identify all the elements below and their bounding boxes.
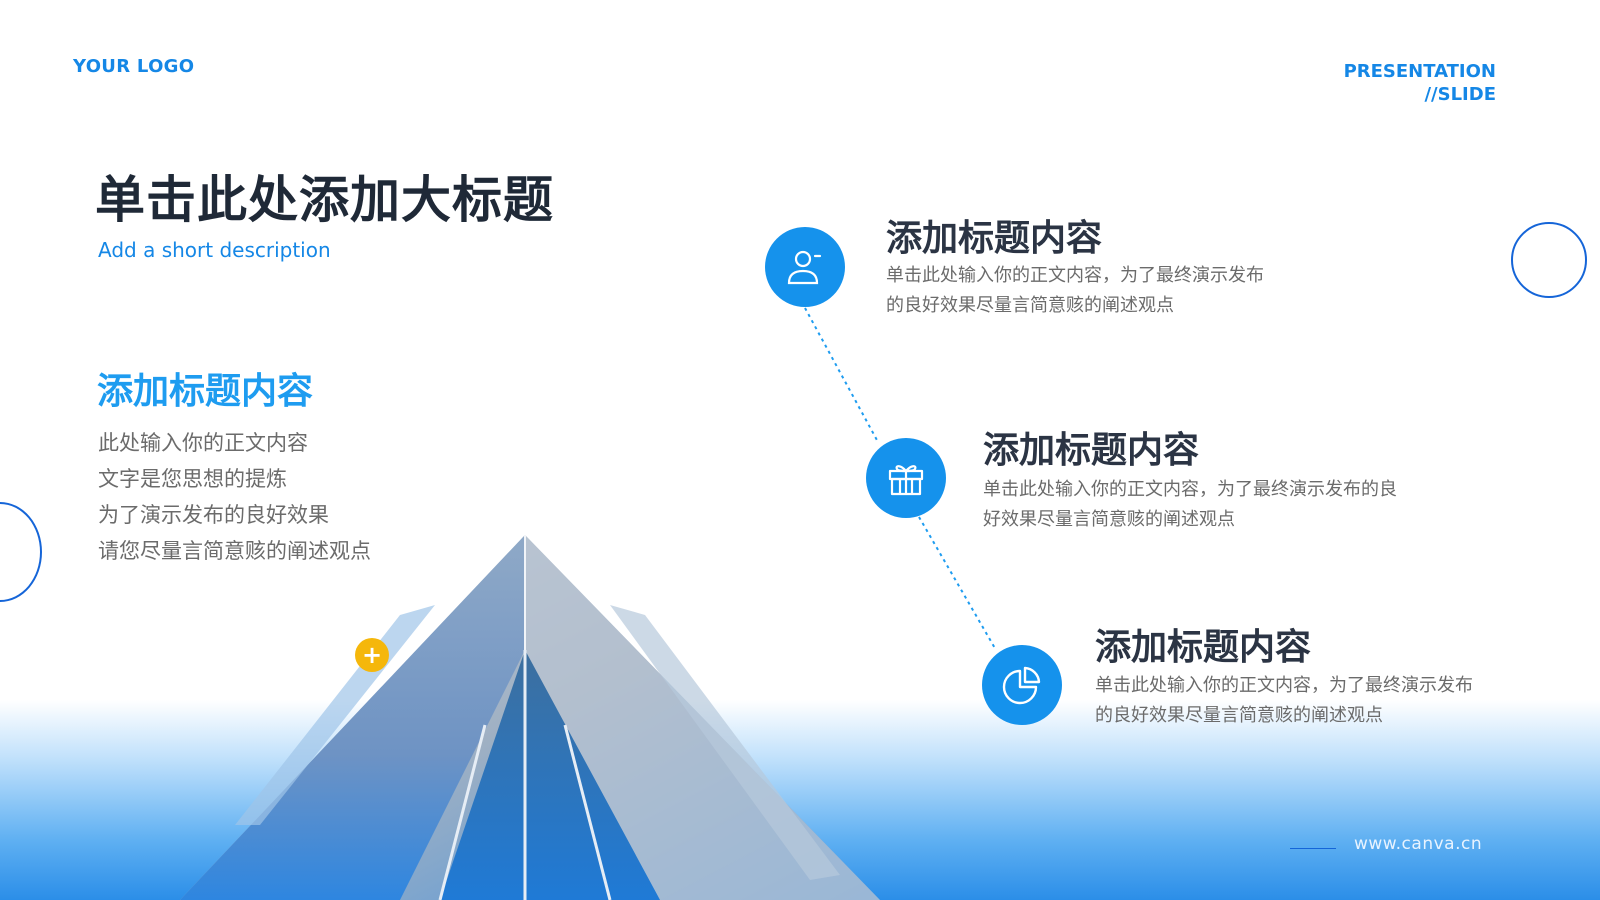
- left-body-line: 请您尽量言简意赅的阐述观点: [98, 539, 371, 563]
- timeline-item-title-1[interactable]: 添加标题内容: [886, 217, 1103, 259]
- timeline-item-body-3[interactable]: 单击此处输入你的正文内容，为了最终演示发布 的良好效果尽量言简意赅的阐述观点: [1095, 671, 1473, 731]
- page-title[interactable]: 单击此处添加大标题: [95, 170, 554, 229]
- footer-url[interactable]: www.canva.cn: [1354, 834, 1483, 854]
- left-body-line: 文字是您思想的提炼: [98, 467, 287, 491]
- timeline-item-body-2[interactable]: 单击此处输入你的正文内容，为了最终演示发布的良 好效果尽量言简意赅的阐述观点: [983, 475, 1397, 535]
- left-body-line: 此处输入你的正文内容: [98, 431, 308, 455]
- timeline-body-line: 的良好效果尽量言简意赅的阐述观点: [886, 295, 1174, 316]
- timeline-body-line: 单击此处输入你的正文内容，为了最终演示发布的良: [983, 479, 1397, 500]
- pie-chart-icon: [1002, 666, 1041, 705]
- left-section-body[interactable]: 此处输入你的正文内容 文字是您思想的提炼 为了演示发布的良好效果 请您尽量言简意…: [98, 425, 371, 569]
- building-image[interactable]: [140, 535, 900, 900]
- timeline-body-line: 单击此处输入你的正文内容，为了最终演示发布: [886, 265, 1264, 286]
- decorative-circle-right: [1511, 222, 1587, 298]
- timeline-icon-circle-1[interactable]: [765, 227, 845, 307]
- gift-icon: [888, 465, 924, 496]
- user-icon: [787, 250, 822, 285]
- footer-divider: [1290, 848, 1336, 849]
- add-badge[interactable]: +: [355, 638, 389, 672]
- timeline-item-body-1[interactable]: 单击此处输入你的正文内容，为了最终演示发布 的良好效果尽量言简意赅的阐述观点: [886, 261, 1264, 321]
- timeline-body-line: 好效果尽量言简意赅的阐述观点: [983, 509, 1235, 530]
- presentation-label: PRESENTATION //SLIDE: [1344, 60, 1496, 106]
- timeline-item-title-2[interactable]: 添加标题内容: [983, 429, 1200, 471]
- left-section-heading[interactable]: 添加标题内容: [97, 370, 314, 412]
- timeline-icon-circle-3[interactable]: [982, 645, 1062, 725]
- presentation-label-line1: PRESENTATION: [1343, 61, 1496, 82]
- page-subtitle[interactable]: Add a short description: [98, 238, 331, 262]
- presentation-label-line2: //SLIDE: [1424, 84, 1496, 105]
- timeline-body-line: 单击此处输入你的正文内容，为了最终演示发布: [1095, 675, 1473, 696]
- timeline-body-line: 的良好效果尽量言简意赅的阐述观点: [1095, 705, 1383, 726]
- timeline-item-title-3[interactable]: 添加标题内容: [1095, 626, 1312, 668]
- logo: YOUR LOGO: [73, 56, 195, 77]
- timeline-icon-circle-2[interactable]: [866, 438, 946, 518]
- left-body-line: 为了演示发布的良好效果: [98, 503, 329, 527]
